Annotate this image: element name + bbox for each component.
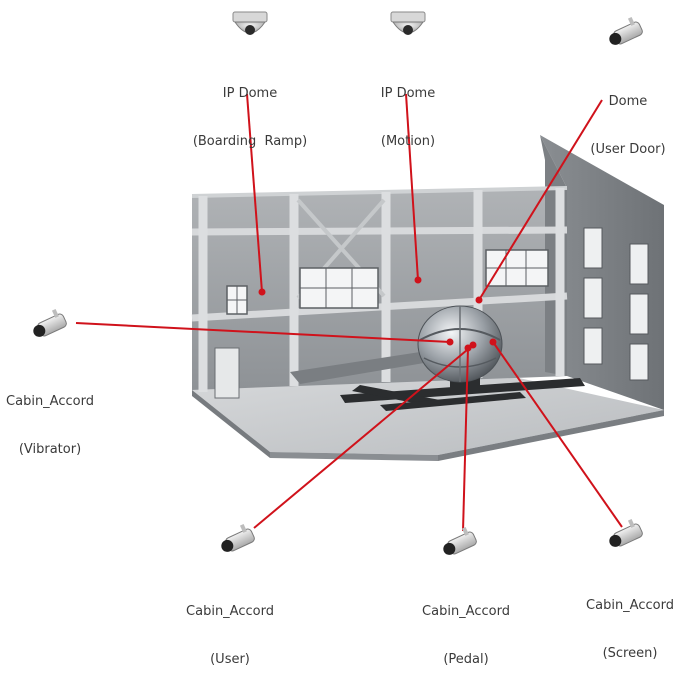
pointer-dot-ip-dome-boarding (258, 288, 266, 296)
label-location: (Vibrator) (18, 442, 82, 457)
pointer-dot-cabin-vibrator (446, 338, 454, 346)
pointer-dot-dome-user-door (475, 296, 483, 304)
label-cabin-user: Cabin_Accord (User) (170, 572, 290, 684)
pointer-line-cabin-screen (492, 341, 623, 528)
dome-camera-icon (390, 11, 426, 35)
floor (192, 376, 664, 455)
pointer-line-dome-user-door (478, 99, 603, 301)
label-title: Cabin_Accord (586, 598, 674, 613)
label-title: IP Dome (380, 86, 436, 101)
bullet-camera-icon (609, 518, 643, 547)
label-ip-dome-boarding: IP Dome (Boarding Ramp) (180, 54, 320, 166)
facility-diagram (33, 11, 664, 555)
label-cabin-screen: Cabin_Accord (Screen) (570, 566, 684, 678)
pointer-line-cabin-user (253, 344, 474, 529)
label-location: (User) (210, 652, 250, 667)
label-cabin-vibrator: Cabin_Accord (Vibrator) (0, 362, 100, 474)
label-location: (Boarding Ramp) (192, 134, 308, 149)
pointer-line-ip-dome-motion (405, 93, 419, 281)
camera-icons (33, 11, 643, 555)
pointer-dot-ip-dome-motion (414, 276, 422, 284)
pointer-line-ip-dome-boarding (246, 93, 263, 293)
label-dome-user-door: Dome (User Door) (568, 62, 684, 174)
label-location: (User Door) (590, 142, 666, 157)
dome-camera-icon (232, 11, 268, 35)
bullet-camera-icon (443, 526, 477, 555)
label-location: (Motion) (380, 134, 436, 149)
label-title: Dome (608, 94, 648, 109)
bullet-camera-icon (33, 308, 67, 337)
label-title: Cabin_Accord (6, 394, 94, 409)
label-title: Cabin_Accord (186, 604, 274, 619)
pointer-dot-cabin-pedal (464, 344, 472, 352)
bullet-camera-icon (221, 523, 255, 552)
pointer-dot-cabin-screen (489, 338, 497, 346)
label-cabin-pedal: Cabin_Accord (Pedal) (406, 572, 526, 684)
bullet-camera-icon (609, 16, 643, 45)
side-wall (540, 135, 664, 410)
label-ip-dome-motion: IP Dome (Motion) (348, 54, 468, 166)
label-title: IP Dome (222, 86, 278, 101)
label-title: Cabin_Accord (422, 604, 510, 619)
label-location: (Pedal) (443, 652, 489, 667)
pointer-lines (75, 93, 623, 532)
label-location: (Screen) (602, 646, 658, 661)
pointer-line-cabin-vibrator (75, 322, 451, 343)
pointer-line-cabin-pedal (462, 347, 469, 532)
building-model (191, 135, 664, 461)
